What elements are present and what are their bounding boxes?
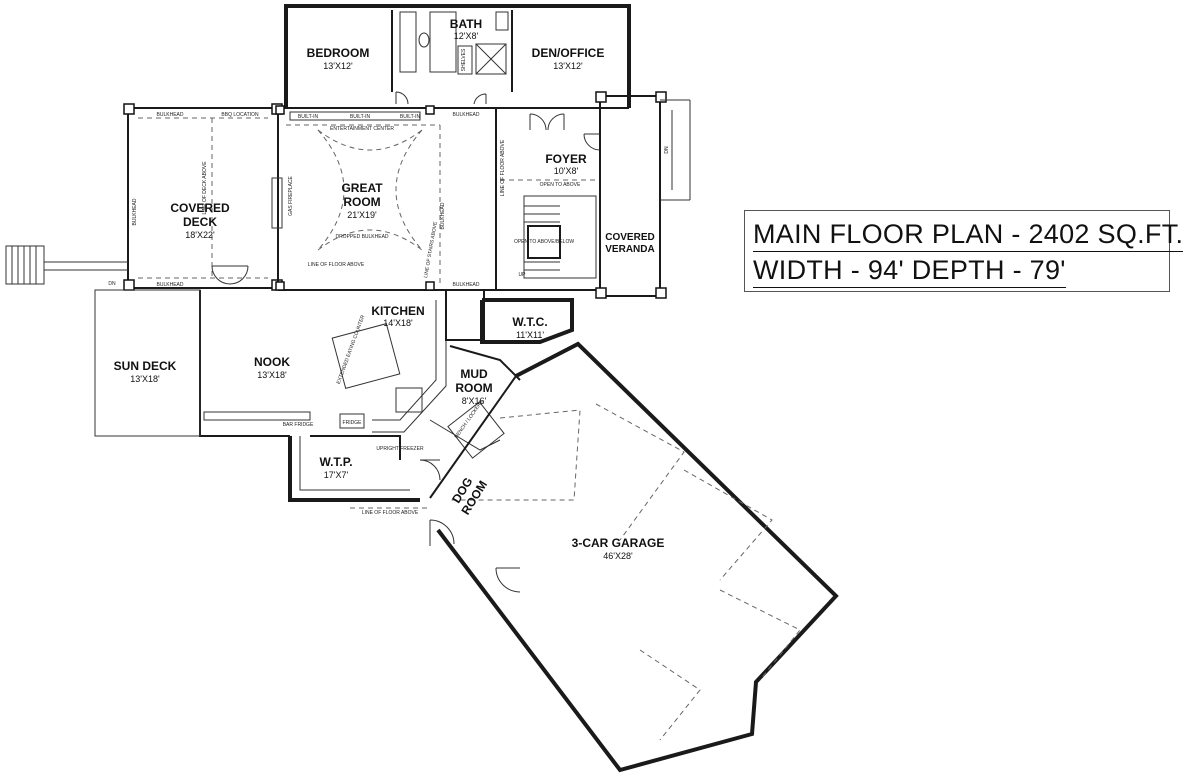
note-shelves: SHELVES bbox=[461, 48, 467, 71]
note-bulkhead-foyer-top: BULKHEAD bbox=[453, 112, 480, 118]
room-label-veranda-2: VERANDA bbox=[605, 244, 654, 255]
room-dim-covered-deck: 18'X22' bbox=[185, 230, 215, 240]
room-label-sun-deck: SUN DECK bbox=[114, 359, 177, 373]
plan-title: MAIN FLOOR PLAN - 2402 SQ.FT. bbox=[753, 219, 1184, 252]
room-label-foyer: FOYER bbox=[545, 152, 587, 166]
room-dim-den: 13'X12' bbox=[553, 61, 583, 71]
note-entertainment-center: ENTERTAINMENT CENTER bbox=[330, 126, 394, 132]
note-built-in-1: BUILT-IN bbox=[298, 114, 319, 120]
room-label-covered-deck-1: COVERED bbox=[170, 201, 230, 215]
note-bar-fridge: BAR FRIDGE bbox=[283, 422, 314, 428]
plan-dimensions: WIDTH - 94' DEPTH - 79' bbox=[753, 255, 1066, 288]
room-label-mud-2: ROOM bbox=[455, 381, 492, 395]
kitchen-area-walls bbox=[94, 265, 574, 502]
note-bulkhead-deck-side: BULKHEAD bbox=[132, 198, 138, 225]
room-dim-mud: 8'X16' bbox=[462, 396, 487, 406]
note-fridge: FRIDGE bbox=[343, 420, 363, 426]
garage-walls bbox=[350, 341, 839, 773]
room-label-bedroom: BEDROOM bbox=[307, 46, 370, 60]
note-extended-eating-counter: EXTENDED EATING COUNTER bbox=[336, 314, 367, 385]
note-open-to-above: OPEN TO ABOVE bbox=[540, 182, 581, 188]
note-built-in-3: BUILT-IN bbox=[400, 114, 421, 120]
room-dim-sun-deck: 13'X18' bbox=[130, 374, 160, 384]
room-label-great-room-1: GREAT bbox=[341, 181, 383, 195]
note-line-deck-above: LINE OF DECK ABOVE bbox=[202, 161, 208, 215]
room-label-covered-deck-2: DECK bbox=[183, 215, 217, 229]
note-bbq-location: BBQ LOCATION bbox=[221, 112, 259, 118]
room-label-bath: BATH bbox=[450, 17, 482, 31]
note-line-floor-above-garage: LINE OF FLOOR ABOVE bbox=[362, 510, 419, 516]
room-dim-wtp: 17'X7' bbox=[324, 470, 349, 480]
room-dim-bath: 12'X8' bbox=[454, 31, 479, 41]
dropped-bulkhead bbox=[317, 129, 423, 251]
note-built-in-2: BUILT-IN bbox=[350, 114, 371, 120]
room-dim-nook: 13'X18' bbox=[257, 370, 287, 380]
room-dim-great-room: 21'X19' bbox=[347, 210, 377, 220]
note-bulkhead-deck-bottom: BULKHEAD bbox=[157, 282, 184, 288]
room-label-den: DEN/OFFICE bbox=[532, 46, 605, 60]
foyer-area bbox=[495, 91, 691, 299]
note-line-floor-above-foyer: LINE OF FLOOR ABOVE bbox=[500, 139, 506, 196]
room-label-mud-1: MUD bbox=[460, 367, 488, 381]
room-dim-kitchen: 14'X18' bbox=[383, 318, 413, 328]
room-label-great-room-2: ROOM bbox=[343, 195, 380, 209]
note-dn-veranda: DN bbox=[664, 146, 670, 154]
room-label-veranda-1: COVERED bbox=[605, 232, 654, 243]
note-line-floor-above: LINE OF FLOOR ABOVE bbox=[308, 262, 365, 268]
room-dim-foyer: 10'X8' bbox=[554, 166, 579, 176]
room-dim-wtc: 11'X11' bbox=[516, 330, 544, 340]
note-dropped-bulkhead: DROPPED BULKHEAD bbox=[335, 234, 388, 240]
plan-title-block: MAIN FLOOR PLAN - 2402 SQ.FT. WIDTH - 94… bbox=[744, 210, 1184, 292]
covered-deck-area bbox=[5, 103, 283, 291]
note-bulkhead-foyer-bottom: BULKHEAD bbox=[453, 282, 480, 288]
note-up-stairs: UP bbox=[519, 272, 527, 278]
note-dn-deck: DN bbox=[108, 281, 116, 287]
room-label-kitchen: KITCHEN bbox=[371, 304, 424, 318]
main-body-walls bbox=[271, 105, 600, 291]
room-label-wtc: W.T.C. bbox=[512, 315, 547, 329]
room-label-wtp: W.T.P. bbox=[319, 455, 352, 469]
room-dim-garage: 46'X28' bbox=[603, 551, 633, 561]
note-open-to-above-below: OPEN TO ABOVE/BELOW bbox=[514, 239, 574, 245]
room-dim-bedroom: 13'X12' bbox=[323, 61, 353, 71]
note-bulkhead-great-side: BULKHEAD bbox=[440, 202, 446, 229]
note-gas-fireplace: GAS FIREPLACE bbox=[288, 175, 294, 215]
note-upright-freezer: UPRIGHT FREEZER bbox=[376, 446, 424, 452]
room-label-garage: 3-CAR GARAGE bbox=[572, 536, 665, 550]
note-bulkhead-deck-top: BULKHEAD bbox=[157, 112, 184, 118]
room-label-nook: NOOK bbox=[254, 355, 290, 369]
note-line-stairs-above: LINE OF STAIRS ABOVE bbox=[423, 221, 439, 279]
